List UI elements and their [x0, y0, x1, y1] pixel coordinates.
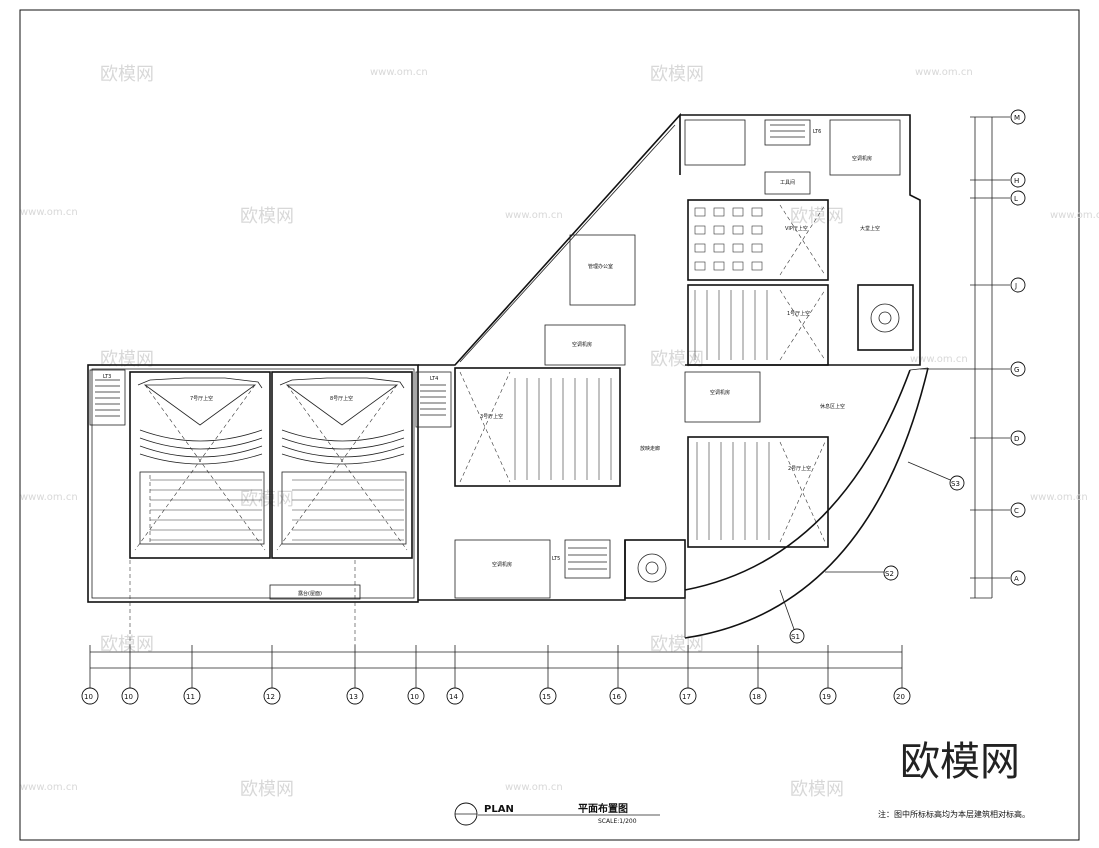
section-label: S3	[951, 480, 960, 488]
central-block: 3号厅上空 空调机房 管理办公室 放映走廊 空调机房 LT5	[418, 112, 686, 601]
room-label: 大堂上空	[860, 225, 880, 232]
plan-scale: SCALE:1/200	[598, 818, 637, 825]
hall-2	[687, 436, 829, 548]
lift-label: LT4	[430, 376, 438, 382]
axis-label: 13	[349, 693, 358, 701]
drawing-frame	[19, 9, 1080, 841]
watermark-brand: 欧模网	[240, 489, 294, 510]
room-label: 空调机房	[492, 561, 512, 568]
axis-label: 14	[449, 693, 458, 701]
watermark-brand: 欧模网	[650, 64, 704, 85]
watermark-layer: 欧模网 www.om.cn 欧模网 www.om.cn 欧模网 www.om.c…	[20, 64, 1099, 800]
right-axes: M H L J G D C A	[920, 109, 1026, 599]
watermark-url: www.om.cn	[505, 782, 563, 793]
watermark-url: www.om.cn	[1030, 492, 1088, 503]
section-label: S1	[791, 633, 800, 641]
hall-7	[129, 371, 271, 559]
axis-label: 11	[186, 693, 195, 701]
axis-label: M	[1014, 114, 1020, 122]
watermark-url: www.om.cn	[1050, 210, 1099, 221]
watermark-brand: 欧模网	[240, 779, 294, 800]
bottom-axes: 10 10 11 12 13 10 14 15 16 17 18 19 20	[81, 560, 911, 705]
room-label: 放映走廊	[640, 445, 660, 452]
watermark-url: www.om.cn	[505, 210, 563, 221]
room-label: 空调机房	[572, 341, 592, 348]
axis-label: L	[1014, 195, 1018, 203]
room-label: 7号厅上空	[190, 395, 213, 402]
drawing-note: 注：图中所标标高均为本层建筑相对标高。	[878, 809, 1030, 819]
watermark-brand: 欧模网	[240, 206, 294, 227]
stair-left	[89, 369, 126, 426]
watermark-url: www.om.cn	[370, 67, 428, 78]
hall-8	[271, 371, 413, 559]
watermark-url: www.om.cn	[910, 354, 968, 365]
hall-1	[687, 284, 829, 366]
axis-label: 17	[682, 693, 691, 701]
watermark-brand: 欧模网	[100, 634, 154, 655]
plan-title: 平面布置图	[578, 802, 628, 815]
room-label: 休息区上空	[820, 403, 845, 410]
section-label: S2	[885, 570, 894, 578]
hall-3	[454, 367, 621, 487]
room-label: 工具间	[780, 179, 795, 186]
axis-label: 15	[542, 693, 551, 701]
room-label: 空调机房	[852, 155, 872, 162]
lift-label: LT5	[552, 556, 560, 562]
title-block: PLAN 平面布置图 SCALE:1/200 注：图中所标标高均为本层建筑相对标…	[454, 802, 1030, 826]
axis-label: 20	[896, 693, 905, 701]
stair-right	[415, 371, 452, 428]
room-label: VIP厅上空	[785, 225, 808, 232]
axis-label: 19	[822, 693, 831, 701]
left-wing: LT3 LT4 7号厅上空 8号厅上空	[87, 364, 452, 603]
axis-label: 10	[124, 693, 133, 701]
axis-label: H	[1014, 177, 1019, 185]
room-label: 3号厅上空	[480, 413, 503, 420]
room-label: 8号厅上空	[330, 395, 353, 402]
watermark-brand: 欧模网	[790, 206, 844, 227]
room-label: 2号厅上空	[788, 465, 811, 472]
axis-label: 18	[752, 693, 761, 701]
axis-label: A	[1014, 575, 1019, 583]
watermark-brand: 欧模网	[100, 349, 154, 370]
watermark-brand: 欧模网	[650, 349, 704, 370]
room-label: 露台(屋面)	[298, 590, 322, 597]
right-block: LT6 空调机房 工具间 VIP厅上空 1号厅上空 大堂上空	[680, 114, 956, 639]
hall-vip	[687, 199, 829, 281]
axis-label: D	[1014, 435, 1019, 443]
axis-label: 12	[266, 693, 275, 701]
watermark-brand: 欧模网	[650, 634, 704, 655]
section-markers: S3 S2 S1	[789, 475, 965, 644]
axis-label: C	[1014, 507, 1019, 515]
room-label: 管理办公室	[588, 263, 613, 270]
room-label: 1号厅上空	[787, 310, 810, 317]
watermark-brand: 欧模网	[790, 779, 844, 800]
room-label: 空调机房	[710, 389, 730, 396]
watermark-url: www.om.cn	[20, 782, 78, 793]
brand-watermark: 欧模网	[900, 739, 1020, 785]
plan-label: PLAN	[484, 804, 514, 815]
axis-label: 10	[410, 693, 419, 701]
axis-label: 16	[612, 693, 621, 701]
watermark-url: www.om.cn	[20, 207, 78, 218]
lift-label: LT3	[103, 374, 111, 380]
axis-label: 10	[84, 693, 93, 701]
axis-label: G	[1014, 366, 1019, 374]
watermark-url: www.om.cn	[915, 67, 973, 78]
lift-label: LT6	[813, 129, 821, 135]
axis-label: J	[1014, 282, 1017, 290]
watermark-url: www.om.cn	[20, 492, 78, 503]
watermark-brand: 欧模网	[100, 64, 154, 85]
